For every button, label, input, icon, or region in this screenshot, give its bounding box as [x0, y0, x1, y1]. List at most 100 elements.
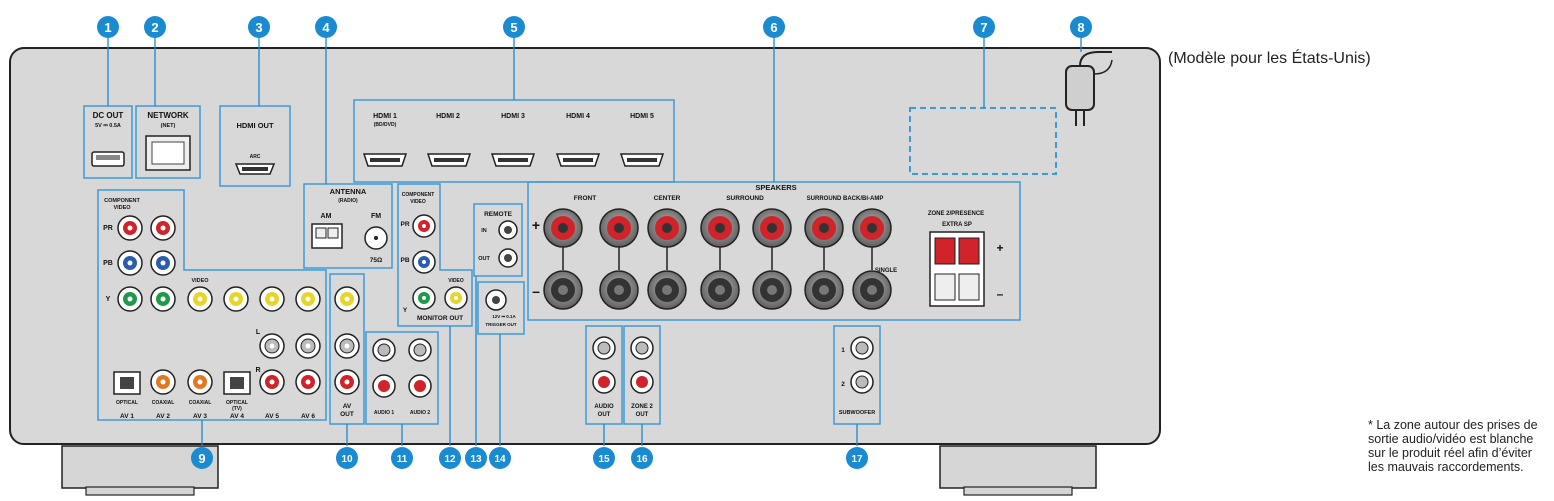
svg-text:2: 2: [151, 20, 158, 35]
callout-badges: 1 2 3 4 5 6 7 8 9 10 11 12 13 14 15 16 1…: [97, 16, 1092, 469]
ohm-label: 75Ω: [370, 257, 382, 264]
audio-out-label-2: OUT: [598, 412, 611, 418]
audio-inputs-section: AUDIO 1 AUDIO 2: [365, 331, 439, 425]
antenna-sublabel: (RADIO): [338, 198, 358, 204]
surround-label: SURROUND: [726, 195, 764, 202]
audio2-label: AUDIO 2: [410, 410, 431, 416]
svg-text:5: 5: [510, 20, 517, 35]
mon-component-video-label: VIDEO: [410, 199, 426, 205]
zone2-presence-label: ZONE 2/PRESENCE: [928, 211, 984, 217]
callout-12: 12: [439, 447, 461, 469]
front-label: FRONT: [574, 195, 596, 202]
callout-10: 10: [336, 447, 358, 469]
y-label: Y: [106, 296, 111, 303]
callout-4: 4: [315, 16, 337, 38]
callout-1: 1: [97, 16, 119, 38]
chassis: [9, 47, 1161, 445]
zone2-out-label-2: OUT: [636, 412, 649, 418]
network-label: NETWORK: [147, 111, 189, 120]
network-section: NETWORK (NET): [135, 105, 201, 179]
hdmi5-label: HDMI 5: [630, 113, 654, 120]
power-cord: [1065, 51, 1113, 126]
svg-text:9: 9: [198, 451, 205, 466]
callout-9: 9: [191, 447, 213, 469]
mon-video-label: VIDEO: [448, 278, 464, 284]
component-video-label: VIDEO: [113, 205, 131, 211]
monitor-out-section: COMPONENT VIDEO PR PB Y VIDEO MONITOR OU…: [397, 183, 473, 327]
av6-label: AV 6: [301, 413, 315, 420]
hdmi2-label: HDMI 2: [436, 113, 460, 120]
svg-text:8: 8: [1077, 20, 1084, 35]
remote-in-label: IN: [481, 228, 487, 234]
right-foot: [939, 445, 1097, 496]
callout-13: 13: [465, 447, 487, 469]
remote-section: REMOTE IN OUT: [473, 203, 523, 277]
trigger-out-label: TRIGGER OUT: [485, 322, 517, 327]
zone2-spring-terminals: [929, 231, 985, 307]
hdmi-input-ports: [362, 153, 665, 167]
optical4-label: OPTICAL: [226, 400, 248, 406]
optical4-tv-label: (TV): [232, 406, 242, 412]
zone-minus-sign: –: [997, 287, 1004, 301]
coaxial2-label: COAXIAL: [152, 400, 175, 406]
av5-label: AV 5: [265, 413, 279, 420]
antenna-label: ANTENNA: [330, 187, 367, 196]
callout-11: 11: [391, 447, 413, 469]
subwoofer-section: 1 2 SUBWOOFER: [833, 325, 881, 425]
hdmi4-label: HDMI 4: [566, 113, 590, 120]
trigger-rating: 12V ⎓ 0.1A: [492, 314, 516, 319]
callout-16: 16: [631, 447, 653, 469]
hdmi-out-section: HDMI OUT ARC: [219, 105, 291, 187]
pb-label: PB: [103, 260, 113, 267]
av3-label: AV 3: [193, 413, 207, 420]
svg-text:7: 7: [980, 20, 987, 35]
optical1-label: OPTICAL: [116, 400, 138, 406]
am-label: AM: [321, 213, 332, 220]
svg-text:16: 16: [636, 454, 648, 465]
hdmi1-label: HDMI 1: [373, 113, 397, 120]
center-label: CENTER: [654, 195, 681, 202]
hdmi-out-label: HDMI OUT: [236, 121, 273, 130]
audio1-label: AUDIO 1: [374, 410, 395, 416]
svg-text:17: 17: [851, 454, 863, 465]
pr-label: PR: [103, 225, 113, 232]
antenna-section: ANTENNA (RADIO) AM FM 75Ω: [303, 183, 393, 269]
minus-sign: –: [532, 283, 540, 299]
mon-pr-label: PR: [400, 221, 409, 228]
hdmi1-sublabel: (BD/DVD): [374, 122, 397, 128]
coaxial3-label: COAXIAL: [189, 400, 212, 406]
mon-component-label: COMPONENT: [402, 192, 435, 198]
network-sublabel: (NET): [161, 123, 176, 129]
av-out-label: AV: [343, 403, 352, 410]
callout-17: 17: [846, 447, 868, 469]
sub2-label: 2: [841, 381, 845, 388]
av-out-label-2: OUT: [340, 411, 354, 418]
svg-text:15: 15: [598, 454, 610, 465]
hdmi3-label: HDMI 3: [501, 113, 525, 120]
voltage-selector-area: [909, 107, 1057, 175]
callout-8: 8: [1070, 16, 1092, 38]
av1-label: AV 1: [120, 413, 134, 420]
callout-2: 2: [144, 16, 166, 38]
svg-text:4: 4: [322, 20, 330, 35]
fm-label: FM: [371, 213, 381, 220]
mon-y-label: Y: [403, 307, 408, 314]
speakers-label: SPEAKERS: [755, 183, 796, 192]
dc-out-label: DC OUT: [93, 111, 124, 120]
svg-text:12: 12: [444, 454, 456, 465]
model-note: (Modèle pour les États-Unis): [1168, 50, 1371, 67]
callout-15: 15: [593, 447, 615, 469]
svg-text:10: 10: [341, 454, 353, 465]
extra-sp-label: EXTRA SP: [942, 222, 972, 228]
speaker-terminals: [543, 208, 892, 310]
callout-5: 5: [503, 16, 525, 38]
composite-video-jacks: [187, 286, 321, 312]
component-jacks: [117, 215, 176, 312]
svg-text:1: 1: [104, 20, 111, 35]
av-out-section: AV OUT: [329, 273, 365, 425]
surround-back-label: SURROUND BACK/BI-AMP: [807, 196, 884, 202]
mon-pb-label: PB: [400, 257, 409, 264]
av2-label: AV 2: [156, 413, 170, 420]
plus-sign: +: [532, 217, 540, 233]
component-label: COMPONENT: [104, 198, 140, 204]
